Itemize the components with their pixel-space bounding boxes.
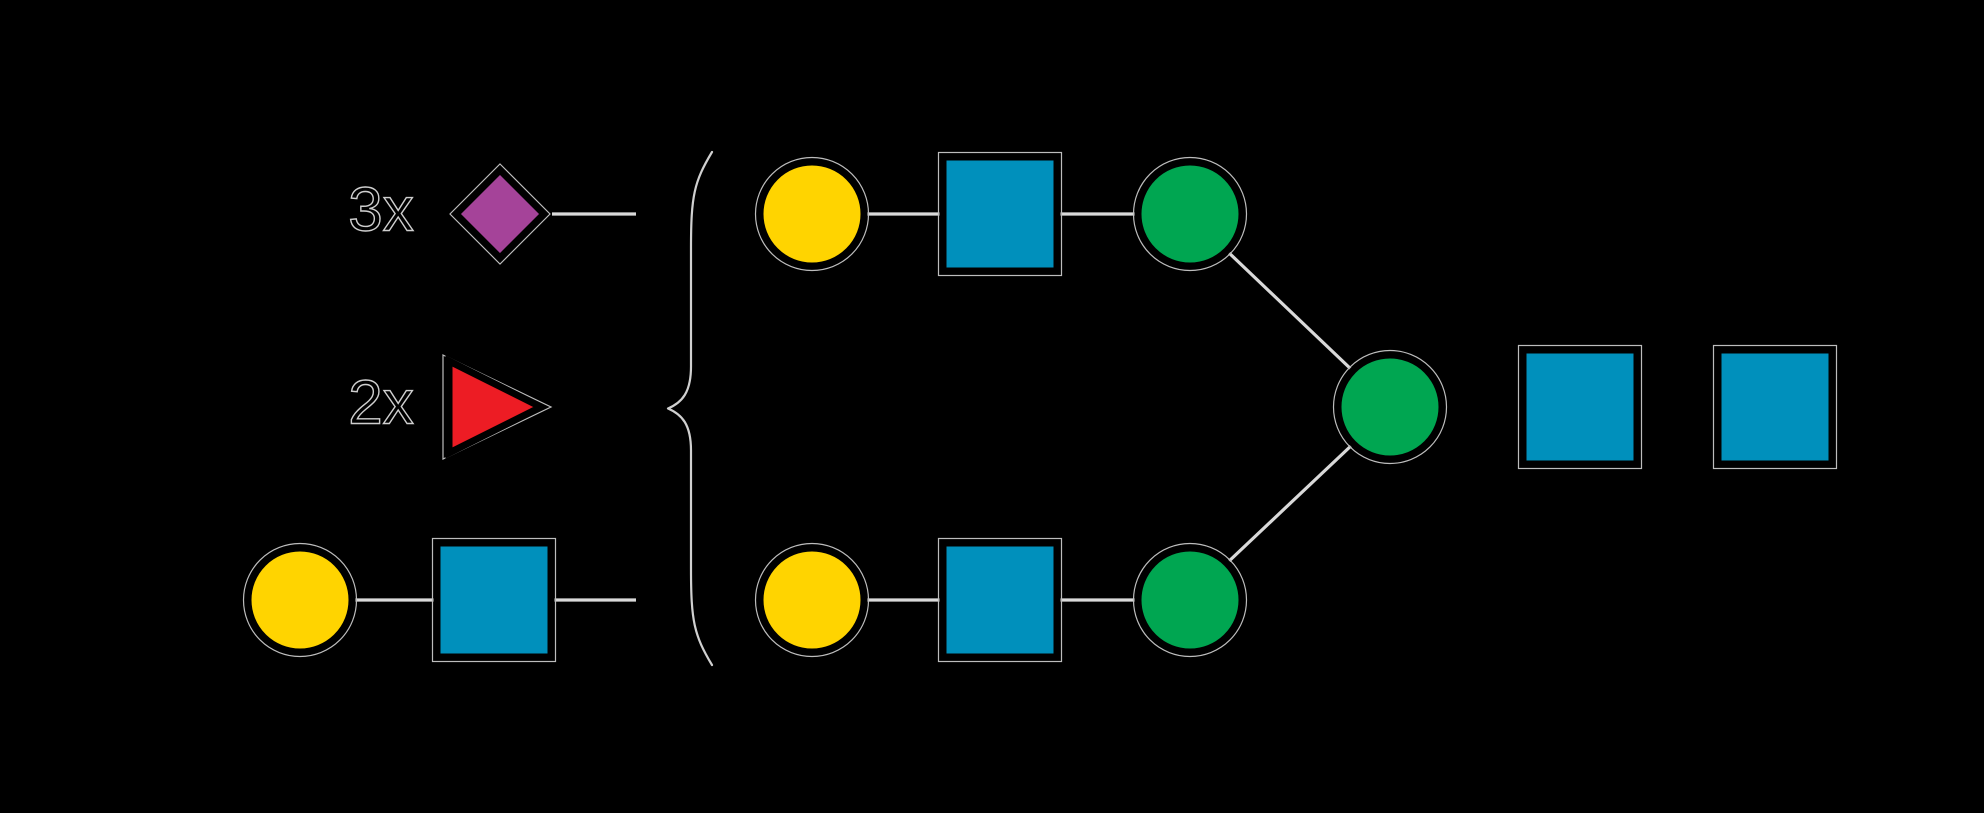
yellow-circle[interactable] bbox=[754, 156, 870, 272]
edge-line bbox=[1223, 247, 1357, 375]
green-circle-outline bbox=[1332, 349, 1448, 465]
blue-square-outline bbox=[1712, 344, 1838, 470]
blue-square[interactable] bbox=[937, 151, 1063, 277]
nodes-layer bbox=[242, 151, 1838, 663]
blue-square-fill bbox=[1714, 346, 1836, 468]
green-circle[interactable] bbox=[1332, 349, 1448, 465]
purple-diamond-fill bbox=[451, 165, 549, 263]
green-circle-outline bbox=[1132, 542, 1248, 658]
blue-square-fill bbox=[939, 153, 1061, 275]
edge-line bbox=[1223, 440, 1357, 567]
green-circle-fill bbox=[1334, 351, 1446, 463]
yellow-circle[interactable] bbox=[754, 542, 870, 658]
green-circle-fill bbox=[1134, 544, 1246, 656]
green-circle[interactable] bbox=[1132, 156, 1248, 272]
yellow-circle[interactable] bbox=[242, 542, 358, 658]
blue-square-outline bbox=[431, 537, 557, 663]
blue-square-outline bbox=[937, 151, 1063, 277]
yellow-circle-outline bbox=[754, 542, 870, 658]
blue-square[interactable] bbox=[1517, 344, 1643, 470]
green-circle-fill bbox=[1134, 158, 1246, 270]
red-triangle-fill bbox=[445, 355, 549, 459]
blue-square[interactable] bbox=[937, 537, 1063, 663]
repeat-count-label: 3x bbox=[348, 175, 413, 244]
blue-square[interactable] bbox=[1712, 344, 1838, 470]
blue-square-fill bbox=[939, 539, 1061, 661]
blue-square-outline bbox=[1517, 344, 1643, 470]
purple-diamond-outline bbox=[449, 163, 551, 265]
blue-square[interactable] bbox=[431, 537, 557, 663]
curly-brace bbox=[666, 150, 714, 667]
red-triangle-outline bbox=[442, 354, 553, 460]
yellow-circle-fill bbox=[756, 544, 868, 656]
blue-square-fill bbox=[1519, 346, 1641, 468]
repeat-labels-layer: 3x 2x bbox=[348, 175, 415, 438]
yellow-circle-fill bbox=[756, 158, 868, 270]
yellow-circle-fill bbox=[244, 544, 356, 656]
green-circle[interactable] bbox=[1132, 542, 1248, 658]
red-triangle[interactable] bbox=[442, 354, 553, 460]
repeat-count-label: 2x bbox=[348, 368, 413, 437]
green-circle-outline bbox=[1132, 156, 1248, 272]
blue-square-outline bbox=[937, 537, 1063, 663]
curly-brace-path bbox=[666, 150, 714, 667]
edges-layer bbox=[352, 209, 1357, 605]
blue-square-fill bbox=[433, 539, 555, 661]
yellow-circle-outline bbox=[242, 542, 358, 658]
yellow-circle-outline bbox=[754, 156, 870, 272]
purple-diamond[interactable] bbox=[449, 163, 551, 265]
